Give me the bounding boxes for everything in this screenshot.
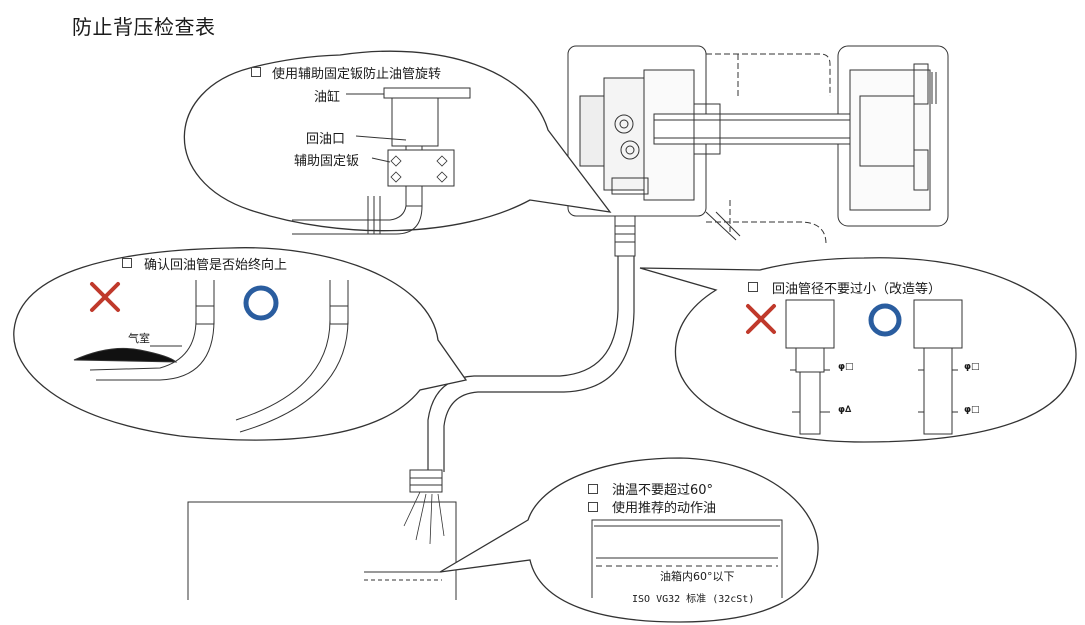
left-callout-bubble [13,247,468,441]
top-check-label: 使用辅助固定钣防止油管旋转 [272,67,442,82]
bottom-callout-drawing [591,519,783,598]
left-correct-circle-icon [243,285,279,321]
checkbox [588,484,598,494]
right-check-label: 回油管径不要过小（改造等） [772,282,942,297]
left-callout-drawing [73,280,349,433]
dimension-label-wrong-top: φ□ [838,362,854,372]
checkbox [122,258,132,268]
air-pocket-shape [73,347,178,363]
left-check-label: 确认回油管是否始终向上 [144,258,288,273]
callout-bubbles [13,50,1077,623]
bottom-callout-bubble [439,457,819,623]
right-callout-drawing [785,299,963,435]
dimension-label-ok-bottom: φ□ [964,405,980,415]
oil-temp-check-label: 油温不要超过60° [612,483,714,498]
tank-temp-label: 油箱内60°以下 [660,570,735,583]
rotary-cylinder-assembly [567,45,949,257]
return-port-label: 回油口 [306,132,346,147]
hose-fitting [403,469,445,545]
right-callout-bubble [639,257,1077,443]
dimension-label-wrong-bottom: φ∆ [838,405,852,415]
checkbox [748,282,758,292]
right-correct-circle-icon [868,303,902,337]
return-hose [427,256,635,472]
fixing-plate-label: 辅助固定钣 [294,154,360,169]
checkbox [251,67,261,77]
checkbox [588,502,598,512]
left-wrong-cross-icon [90,282,120,312]
air-pocket-label: 气室 [128,332,150,345]
right-wrong-cross-icon [746,304,776,334]
cylinder-label: 油缸 [314,90,341,105]
oil-tank [187,501,457,600]
page-title: 防止背压检查表 [72,15,216,39]
oil-type-check-label: 使用推荐的动作油 [612,501,717,516]
top-callout-drawing [292,87,471,235]
oil-spec-label: ISO VG32 标准 (32cSt) [632,594,755,605]
dimension-label-ok-top: φ□ [964,362,980,372]
